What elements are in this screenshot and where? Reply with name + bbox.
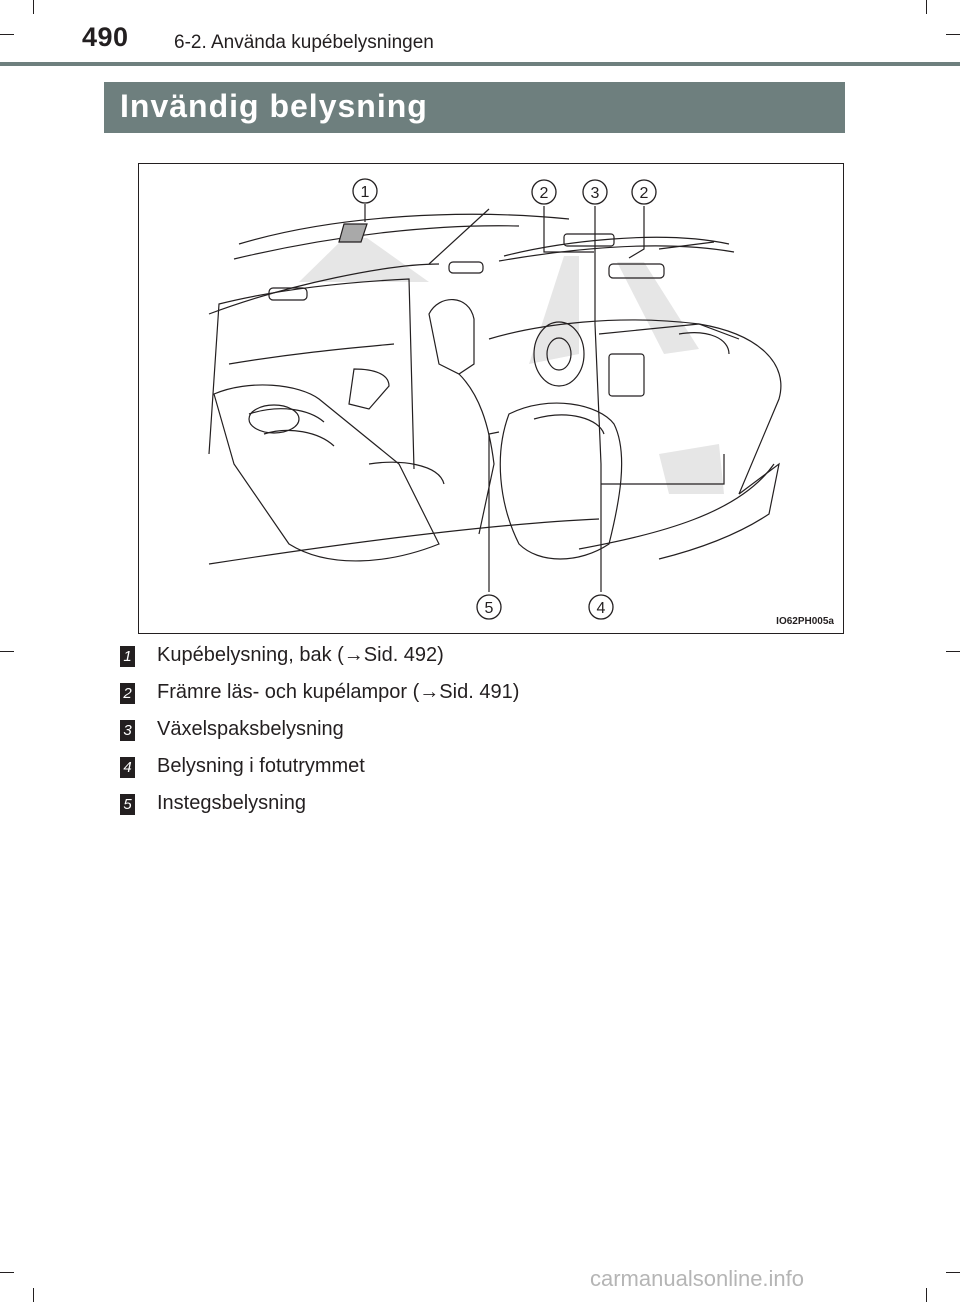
legend-number: 3: [120, 720, 135, 741]
crop-mark: [946, 651, 960, 652]
crop-mark: [926, 1288, 927, 1302]
legend-label: Instegsbelysning: [157, 792, 306, 814]
legend-label: Kupébelysning, bak (→Sid. 492): [157, 644, 444, 666]
page-number: 490: [82, 22, 129, 52]
watermark: carmanualsonline.info: [590, 1266, 805, 1291]
legend-label: Växelspaksbelysning: [157, 718, 344, 740]
figure-code: IO62PH005a: [774, 616, 836, 627]
title-banner: Invändig belysning: [104, 82, 845, 133]
callout-2: 2: [540, 185, 549, 202]
section-title: 6-2. Använda kupébelysningen: [174, 32, 434, 53]
car-interior-illustration: 1 2 3 2 5 4: [208, 178, 782, 620]
banner-title: Invändig belysning: [120, 88, 428, 124]
legend-number: 1: [120, 646, 135, 667]
callout-1: 1: [361, 184, 370, 201]
crop-mark: [33, 1288, 34, 1302]
legend-number: 4: [120, 757, 135, 778]
crop-mark: [946, 1272, 960, 1273]
crop-mark: [0, 651, 14, 652]
crop-mark: [33, 0, 34, 14]
legend-number: 2: [120, 683, 135, 704]
callout-4: 4: [597, 600, 606, 617]
crop-mark: [946, 34, 960, 35]
legend-label: Belysning i fotutrymmet: [157, 755, 365, 777]
interior-lighting-figure: 1 2 3 2 5 4 IO62PH005a: [138, 163, 844, 634]
crop-mark: [0, 1272, 14, 1273]
callout-2b: 2: [640, 185, 649, 202]
header-rule: [0, 62, 960, 66]
callout-5: 5: [485, 600, 494, 617]
callout-3: 3: [591, 185, 600, 202]
crop-mark: [0, 34, 14, 35]
legend-number: 5: [120, 794, 135, 815]
legend-label: Främre läs- och kupélampor (→Sid. 491): [157, 681, 520, 703]
crop-mark: [926, 0, 927, 14]
